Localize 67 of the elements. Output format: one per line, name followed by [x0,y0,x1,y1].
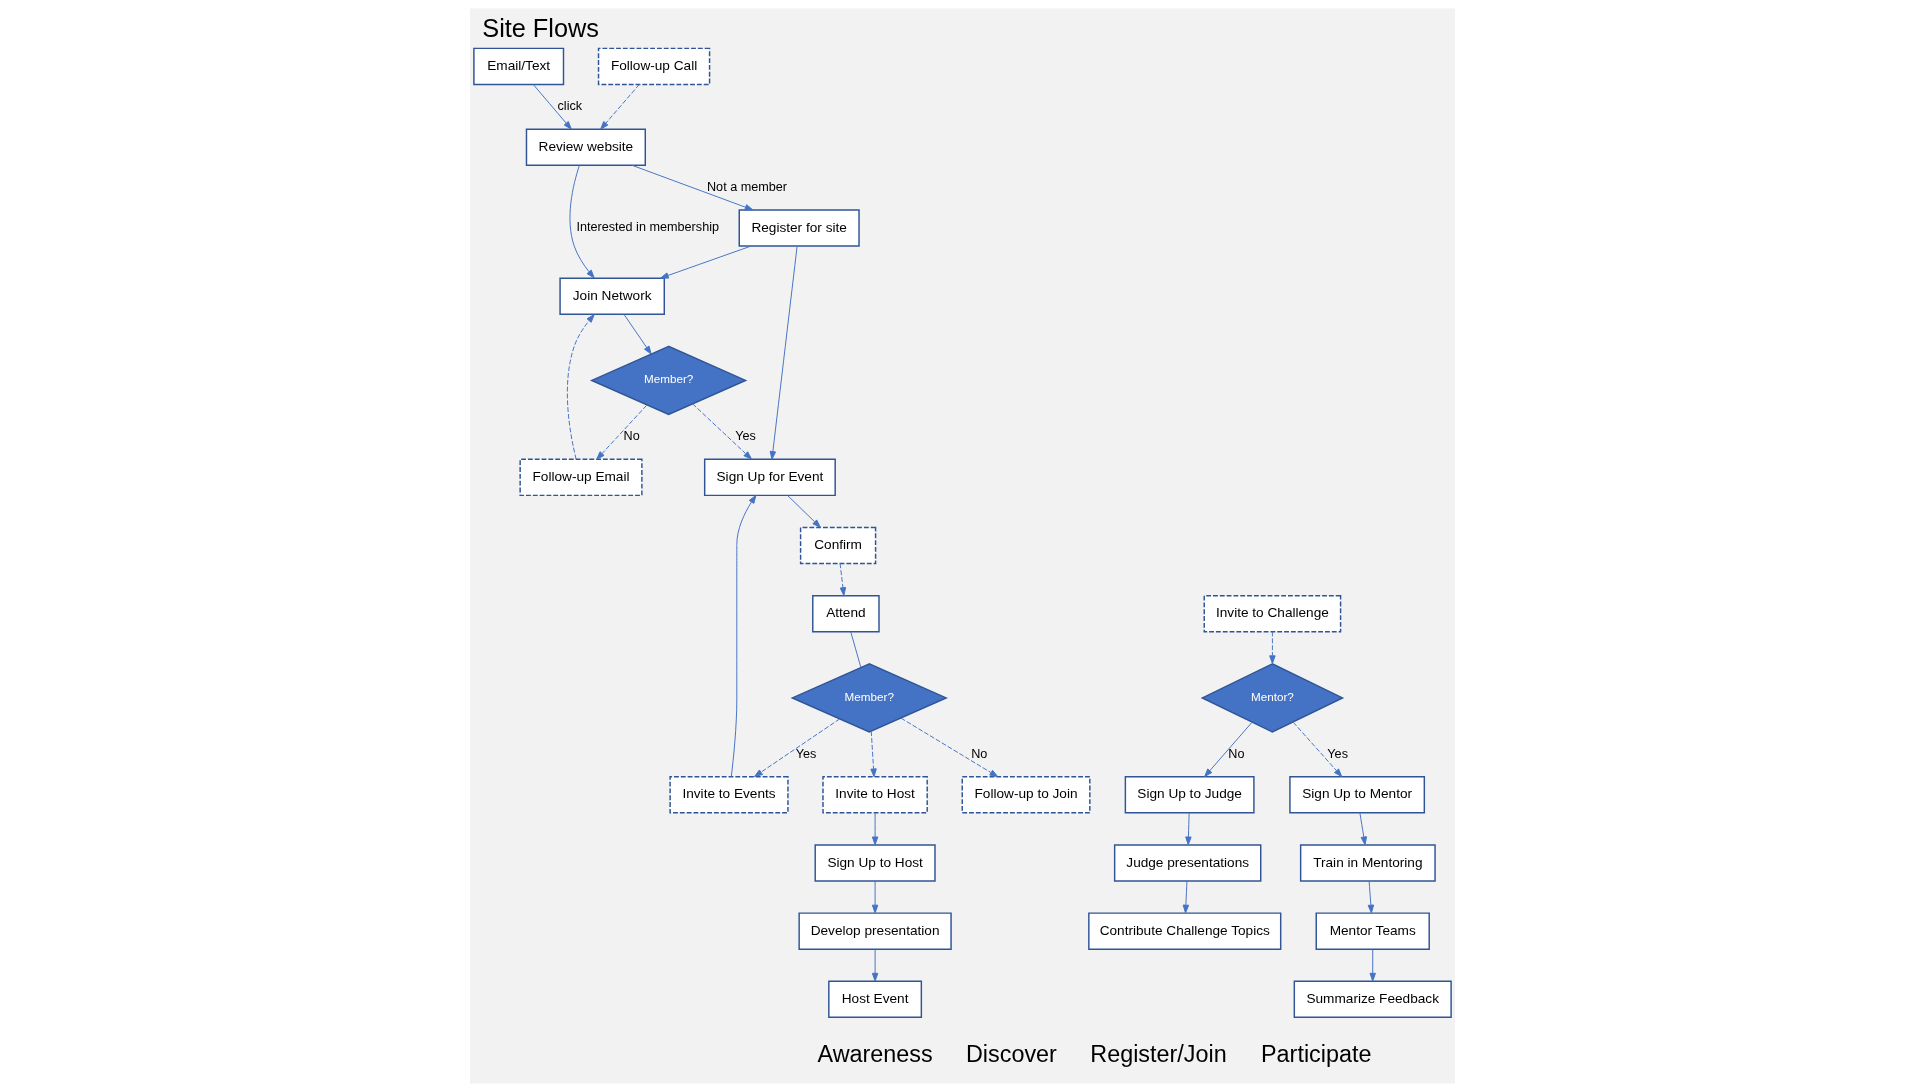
node-box: Contribute Challenge Topics [1087,912,1281,950]
arrow [1268,631,1276,665]
edge-label: Yes [1326,746,1348,761]
label: Discover [965,1041,1057,1068]
label: Awareness [817,1041,933,1068]
arrow [871,812,878,846]
node-box: Follow-up Email [518,458,643,497]
node-diamond: Mentor? [1200,663,1344,733]
arrow [532,84,572,130]
diagram-title: Site Flows [481,13,599,42]
arrow [691,403,752,460]
edge-label: No [1227,746,1244,761]
node-diamond: Member? [790,663,948,733]
edge-label: Interested in membership [575,220,719,235]
arrow [1292,721,1342,778]
node-box: Summarize Feedback [1293,980,1452,1019]
arrow [659,245,751,279]
node-box: Train in Mentoring [1299,844,1436,882]
label: Participate [1260,1041,1371,1068]
arrow [753,718,840,778]
edge-label: Not a member [706,179,787,194]
arrow [1182,880,1189,914]
connector [849,631,861,668]
arrow [1184,812,1192,846]
edge-label: No [623,429,640,444]
edge-label: No [970,746,987,761]
arrow [599,84,640,130]
arrow [631,164,753,211]
node-box: Review website [525,128,646,166]
arrow [900,717,998,778]
node-box: Develop presentation [797,912,952,950]
node-box: Sign Up to Mentor [1288,776,1425,814]
arrow [1203,721,1252,778]
edge-label: Yes [734,429,756,444]
node-box: Invite to Challenge [1203,594,1341,633]
arrow [871,880,878,914]
node-box: Attend [811,594,880,633]
edge-label: Yes [795,746,816,761]
node-box: Confirm [799,526,876,565]
edge-label: click [557,99,582,114]
node-box: Join Network [558,277,665,315]
label: Register/Join [1089,1041,1227,1068]
arrow [1358,812,1367,846]
node-box: Sign Up to Judge [1124,776,1255,814]
arrow [769,245,798,460]
node-box: Follow-up Call [597,47,710,86]
node-box: Host Event [827,980,922,1019]
arrow [839,563,846,596]
arrow [786,494,821,528]
node-box: Email/Text [472,47,564,86]
arrow [730,494,756,778]
arrow [871,948,878,982]
arrow [566,314,595,460]
node-box: Sign Up for Event [703,458,836,497]
node-box: Register for site [738,209,860,247]
node-box: Follow-up to Join [961,776,1091,814]
arrow [869,730,877,778]
arrow [595,404,647,460]
node-box: Mentor Teams [1315,912,1430,950]
node-box: Invite to Events [668,776,789,814]
node-box: Invite to Host [821,776,928,814]
node-box: Judge presentations [1113,844,1261,882]
arrow [1369,948,1376,982]
arrow [1367,880,1374,914]
arrow [622,313,652,355]
arrow [568,164,595,279]
node-box: Sign Up to Host [814,844,936,882]
